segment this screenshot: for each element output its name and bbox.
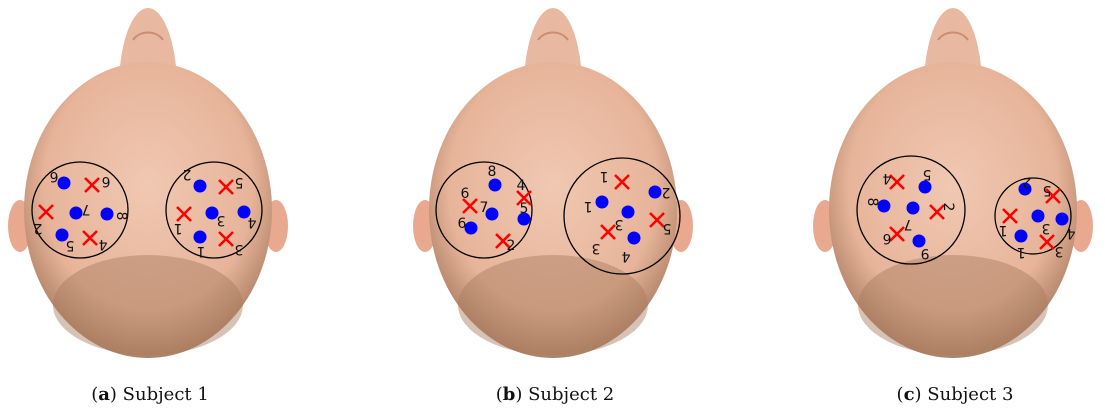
electrode-label: 3 (592, 240, 601, 256)
panel-a: 66278542513413(a) Subject 1 (0, 0, 300, 412)
blue-electrode-dot (70, 207, 83, 220)
electrode-label: 1 (197, 243, 206, 259)
electrode-label: 4 (1066, 225, 1075, 241)
electrode-label: 3 (235, 241, 244, 257)
electrode-label: 4 (98, 236, 107, 252)
electrode-label: 8 (113, 212, 129, 221)
panel-caption: (b) Subject 2 (405, 384, 705, 405)
blue-electrode-dot (649, 186, 662, 199)
electrode-label: 2 (940, 203, 956, 212)
blue-electrode-dot (194, 180, 207, 193)
blue-electrode-dot (596, 196, 609, 209)
caption-paren: ( (496, 384, 503, 405)
electrode-label: 7 (480, 200, 489, 216)
electrode-label: 9 (921, 245, 930, 261)
panel-b: 8 6 4 7 5 6 2 1 2 1 3 5 3 4 (b) Subject 2 (405, 0, 705, 412)
blue-electrode-dot (489, 179, 502, 192)
electrode-label: 5 (520, 201, 529, 217)
caption-text: Subject 3 (927, 384, 1013, 405)
head-diagram: 8 6 4 7 5 6 2 1 2 1 3 5 3 4 (405, 0, 705, 380)
caption-letter: b (503, 384, 516, 405)
caption-paren: ) (515, 384, 528, 405)
caption-text: Subject 2 (528, 384, 614, 405)
head-diagram: 66278542513413 (0, 0, 300, 380)
electrode-label: 4 (621, 248, 630, 264)
electrode-label: 6 (461, 186, 470, 202)
electrode-label: 3 (1042, 220, 1051, 236)
electrode-label: 6 (49, 168, 58, 184)
electrode-label: 5 (923, 166, 932, 182)
blue-electrode-dot (1056, 213, 1069, 226)
electrode-label: 2 (662, 184, 671, 200)
panel-caption: (c) Subject 3 (805, 384, 1105, 405)
hair-back (458, 255, 648, 355)
electrode-label: 2 (34, 220, 43, 236)
caption-paren: ( (897, 384, 904, 405)
electrode-label: 3 (217, 212, 226, 228)
electrode-label: 5 (66, 237, 75, 253)
electrode-label: 8 (864, 198, 880, 207)
blue-electrode-dot (1015, 230, 1028, 243)
electrode-label: 6 (101, 173, 110, 189)
electrode-label: 5 (235, 174, 244, 190)
panel-c: 45872692513413(c) Subject 3 (805, 0, 1105, 412)
caption-letter: a (98, 384, 110, 405)
electrode-label: 6 (458, 216, 467, 232)
hair-back (858, 255, 1048, 355)
electrode-label: 1 (174, 220, 183, 236)
blue-electrode-dot (628, 232, 641, 245)
caption-paren: ) (915, 384, 928, 405)
hair-back (53, 255, 243, 355)
blue-electrode-dot (907, 202, 920, 215)
electrode-label: 4 (517, 178, 526, 194)
electrode-label: 3 (1055, 243, 1064, 259)
electrode-label: 1 (999, 222, 1008, 238)
electrode-label: 4 (247, 214, 256, 230)
electrode-label: 1 (600, 168, 609, 184)
electrode-label: 1 (1017, 244, 1026, 260)
electrode-label: 5 (1043, 182, 1052, 198)
electrode-label: 8 (488, 164, 497, 180)
electrode-label: 2 (507, 238, 516, 254)
electrode-label: 2 (1023, 174, 1032, 190)
electrode-label: 5 (663, 220, 672, 236)
caption-paren: ) (110, 384, 123, 405)
blue-electrode-dot (101, 208, 114, 221)
electrode-label: 4 (882, 170, 891, 186)
electrode-label: 2 (183, 166, 192, 182)
electrode-label: 7 (904, 216, 913, 232)
blue-electrode-dot (194, 231, 207, 244)
caption-text: Subject 1 (123, 384, 209, 405)
panel-caption: (a) Subject 1 (0, 384, 300, 405)
electrode-label: 7 (82, 201, 91, 217)
electrode-label: 1 (584, 198, 593, 214)
electrode-label: 3 (615, 216, 624, 232)
caption-letter: c (904, 384, 915, 405)
electrode-label: 6 (882, 230, 891, 246)
head-diagram: 45872692513413 (805, 0, 1105, 380)
